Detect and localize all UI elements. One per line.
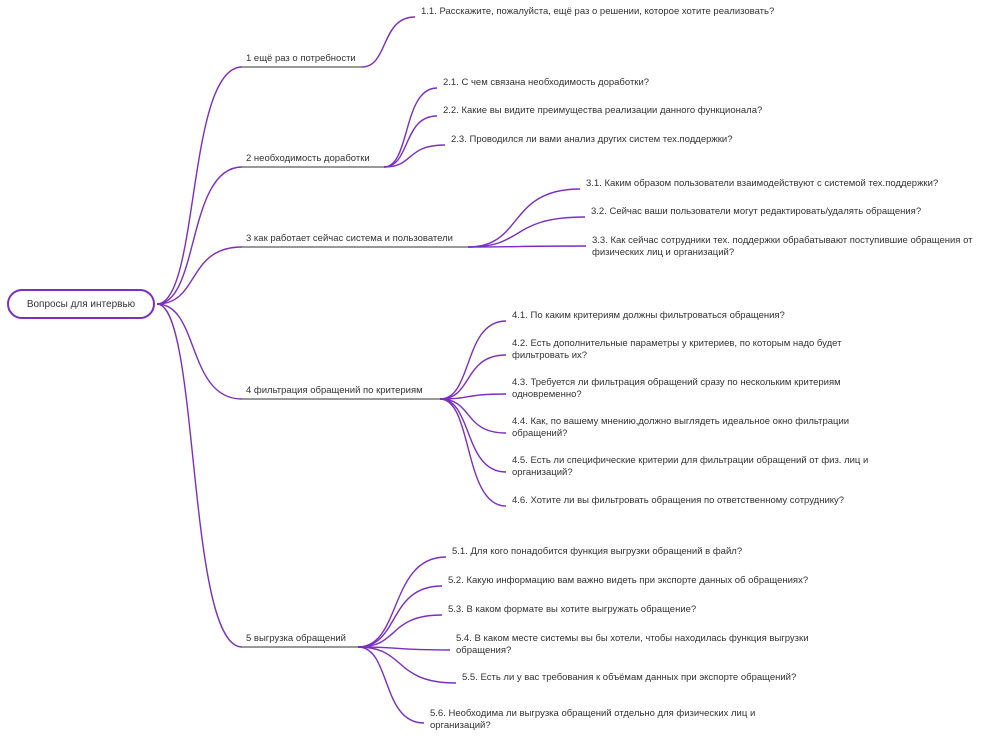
- leaf-connector: [357, 646, 457, 684]
- leaf-question[interactable]: 4.4. Как, по вашему мнению,должно выгляд…: [512, 416, 850, 439]
- leaf-connector: [383, 87, 438, 168]
- leaf-question[interactable]: 3.1. Каким образом пользователи взаимоде…: [586, 178, 939, 189]
- leaf-question[interactable]: 5.4. В каком месте системы вы бы хотели,…: [456, 633, 809, 656]
- leaf-connector: [357, 646, 425, 724]
- root-node[interactable]: Вопросы для интервью: [7, 289, 155, 319]
- leaf-connector: [383, 115, 438, 168]
- leaf-connector: [439, 398, 507, 507]
- leaf-question[interactable]: 5.1. Для кого понадобится функция выгруз…: [452, 546, 743, 557]
- leaf-connector: [383, 144, 446, 168]
- branch-connector: [156, 166, 243, 305]
- leaf-question[interactable]: 5.3. В каком формате вы хотите выгружать…: [448, 604, 697, 615]
- leaf-question[interactable]: 1.1. Расскажите, пожалуйста, ещё раз о р…: [421, 6, 775, 17]
- branch-connector: [156, 246, 243, 305]
- leaf-question[interactable]: 3.3. Как сейчас сотрудники тех. поддержк…: [592, 235, 973, 258]
- branch-label[interactable]: 4 фильтрация обращений по критериям: [246, 385, 423, 396]
- branch-label[interactable]: 3 как работает сейчас система и пользова…: [246, 233, 453, 244]
- branch-connector: [156, 303, 243, 400]
- leaf-connector: [439, 320, 507, 400]
- branch-label[interactable]: 1 ещё раз о потребности: [246, 53, 356, 64]
- leaf-question[interactable]: 2.2. Какие вы видите преимущества реализ…: [443, 105, 763, 116]
- leaf-question[interactable]: 2.1. С чем связана необходимость доработ…: [443, 77, 650, 88]
- branch-connector: [156, 303, 243, 648]
- leaf-connector: [357, 585, 443, 648]
- leaf-question[interactable]: 5.5. Есть ли у вас требования к объёмам …: [462, 672, 797, 683]
- leaf-question[interactable]: 5.2. Какую информацию вам важно видеть п…: [448, 575, 809, 586]
- leaf-connector: [467, 188, 581, 248]
- leaf-connector: [357, 614, 443, 648]
- leaf-question[interactable]: 2.3. Проводился ли вами анализ других си…: [451, 134, 733, 145]
- leaf-connector: [467, 245, 587, 248]
- branch-label[interactable]: 5 выгрузка обращений: [246, 633, 346, 644]
- leaf-connector: [439, 398, 507, 473]
- branch-connector: [156, 66, 243, 305]
- leaf-question[interactable]: 3.2. Сейчас ваши пользователи могут реда…: [591, 206, 922, 217]
- branch-label[interactable]: 2 необходимость доработки: [246, 153, 370, 164]
- leaf-connector: [357, 556, 447, 648]
- leaf-connector: [439, 354, 507, 400]
- leaf-connector: [361, 16, 416, 68]
- leaf-question[interactable]: 4.1. По каким критериям должны фильтрова…: [512, 310, 785, 321]
- leaf-connector: [467, 216, 586, 248]
- leaf-connector: [357, 646, 451, 651]
- leaf-connector: [439, 398, 507, 434]
- leaf-connector: [439, 393, 507, 400]
- leaf-question[interactable]: 4.6. Хотите ли вы фильтровать обращения …: [512, 495, 845, 506]
- leaf-question[interactable]: 4.5. Есть ли специфические критерии для …: [512, 455, 869, 478]
- leaf-question[interactable]: 5.6. Необходима ли выгрузка обращений от…: [430, 708, 756, 731]
- leaf-question[interactable]: 4.3. Требуется ли фильтрация обращений с…: [512, 377, 841, 400]
- root-label: Вопросы для интервью: [26, 298, 136, 310]
- leaf-question[interactable]: 4.2. Есть дополнительные параметры у кри…: [512, 338, 842, 361]
